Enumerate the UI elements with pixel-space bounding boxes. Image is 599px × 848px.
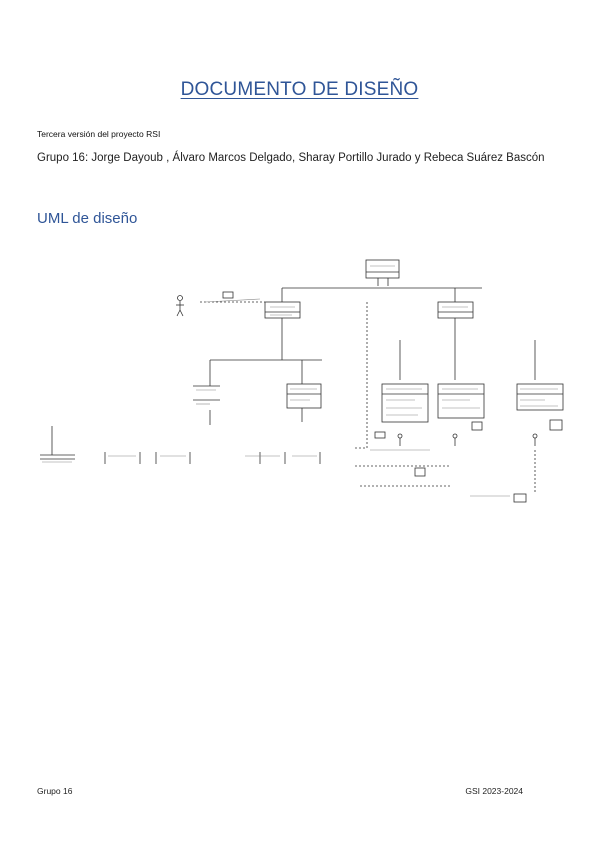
section-heading-uml: UML de diseño [37, 210, 138, 227]
uml-design-diagram [40, 259, 564, 503]
footer-group: Grupo 16 [37, 786, 73, 796]
footer-course: GSI 2023-2024 [465, 786, 523, 796]
document-subtitle: Tercera versión del proyecto RSI [37, 129, 161, 139]
group-members: Grupo 16: Jorge Dayoub , Álvaro Marcos D… [37, 152, 545, 164]
document-title: DOCUMENTO DE DISEÑO [180, 79, 419, 100]
